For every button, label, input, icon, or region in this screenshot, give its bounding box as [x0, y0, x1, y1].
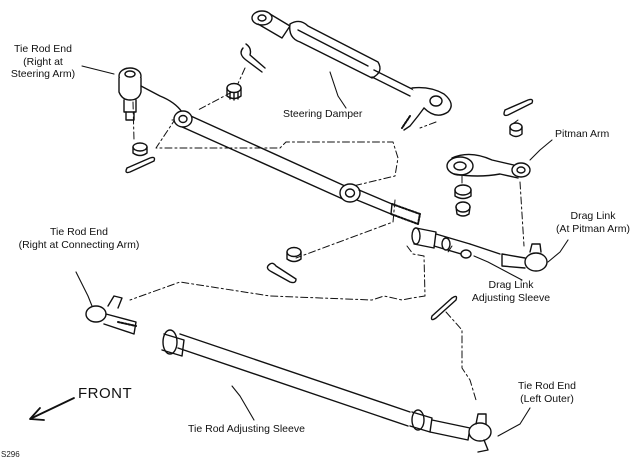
figure-code: S296 [1, 450, 20, 459]
label-front: FRONT [78, 385, 133, 402]
label-pitman-arm: Pitman Arm [555, 128, 610, 140]
label-steering-damper: Steering Damper [283, 108, 363, 120]
castle-nut-steering-arm [226, 82, 242, 101]
castle-nut-tie-rod-right [132, 142, 148, 157]
tie-rod-end-right-steering-arm-part [118, 67, 183, 121]
tie-rod-end-left-outer-part [429, 413, 492, 453]
drag-link-adjusting-sleeve-part [411, 227, 501, 259]
cotter-pin-tie-rod-right [125, 156, 156, 174]
front-arrow [29, 397, 75, 421]
pitman-nut-upper [454, 184, 472, 200]
assembly-guide-lines [129, 67, 525, 401]
steering-damper-part [251, 10, 452, 131]
tie-rod-end-right-connecting-part [85, 295, 137, 335]
label-tie-rod-end-right-steering-arm: Tie Rod End (Right at Steering Arm) [10, 43, 76, 80]
cotter-pin-damper [503, 98, 534, 117]
label-tie-rod-end-right-connecting-arm: Tie Rod End (Right at Connecting Arm) [18, 226, 140, 251]
drag-link-pitman-end-part [501, 243, 548, 272]
castle-nut-center [286, 246, 302, 263]
label-drag-link-at-pitman-arm: Drag Link (At Pitman Arm) [555, 210, 631, 235]
cotter-pin-center [266, 262, 297, 284]
leader-lines [75, 65, 569, 437]
label-tie-rod-end-left-outer: Tie Rod End (Left Outer) [518, 380, 576, 405]
pitman-arm-part [446, 153, 531, 179]
tie-rod-part [161, 329, 433, 433]
castle-nut-damper [509, 122, 523, 138]
center-link-part [173, 110, 421, 225]
label-tie-rod-adjusting-sleeve: Tie Rod Adjusting Sleeve [188, 423, 305, 435]
pitman-nut-lower [455, 201, 471, 217]
cotter-pin-drag-link [430, 295, 458, 321]
cotter-pin-steering-arm [240, 43, 266, 73]
label-drag-link-adjusting-sleeve: Drag Link Adjusting Sleeve [471, 279, 551, 304]
